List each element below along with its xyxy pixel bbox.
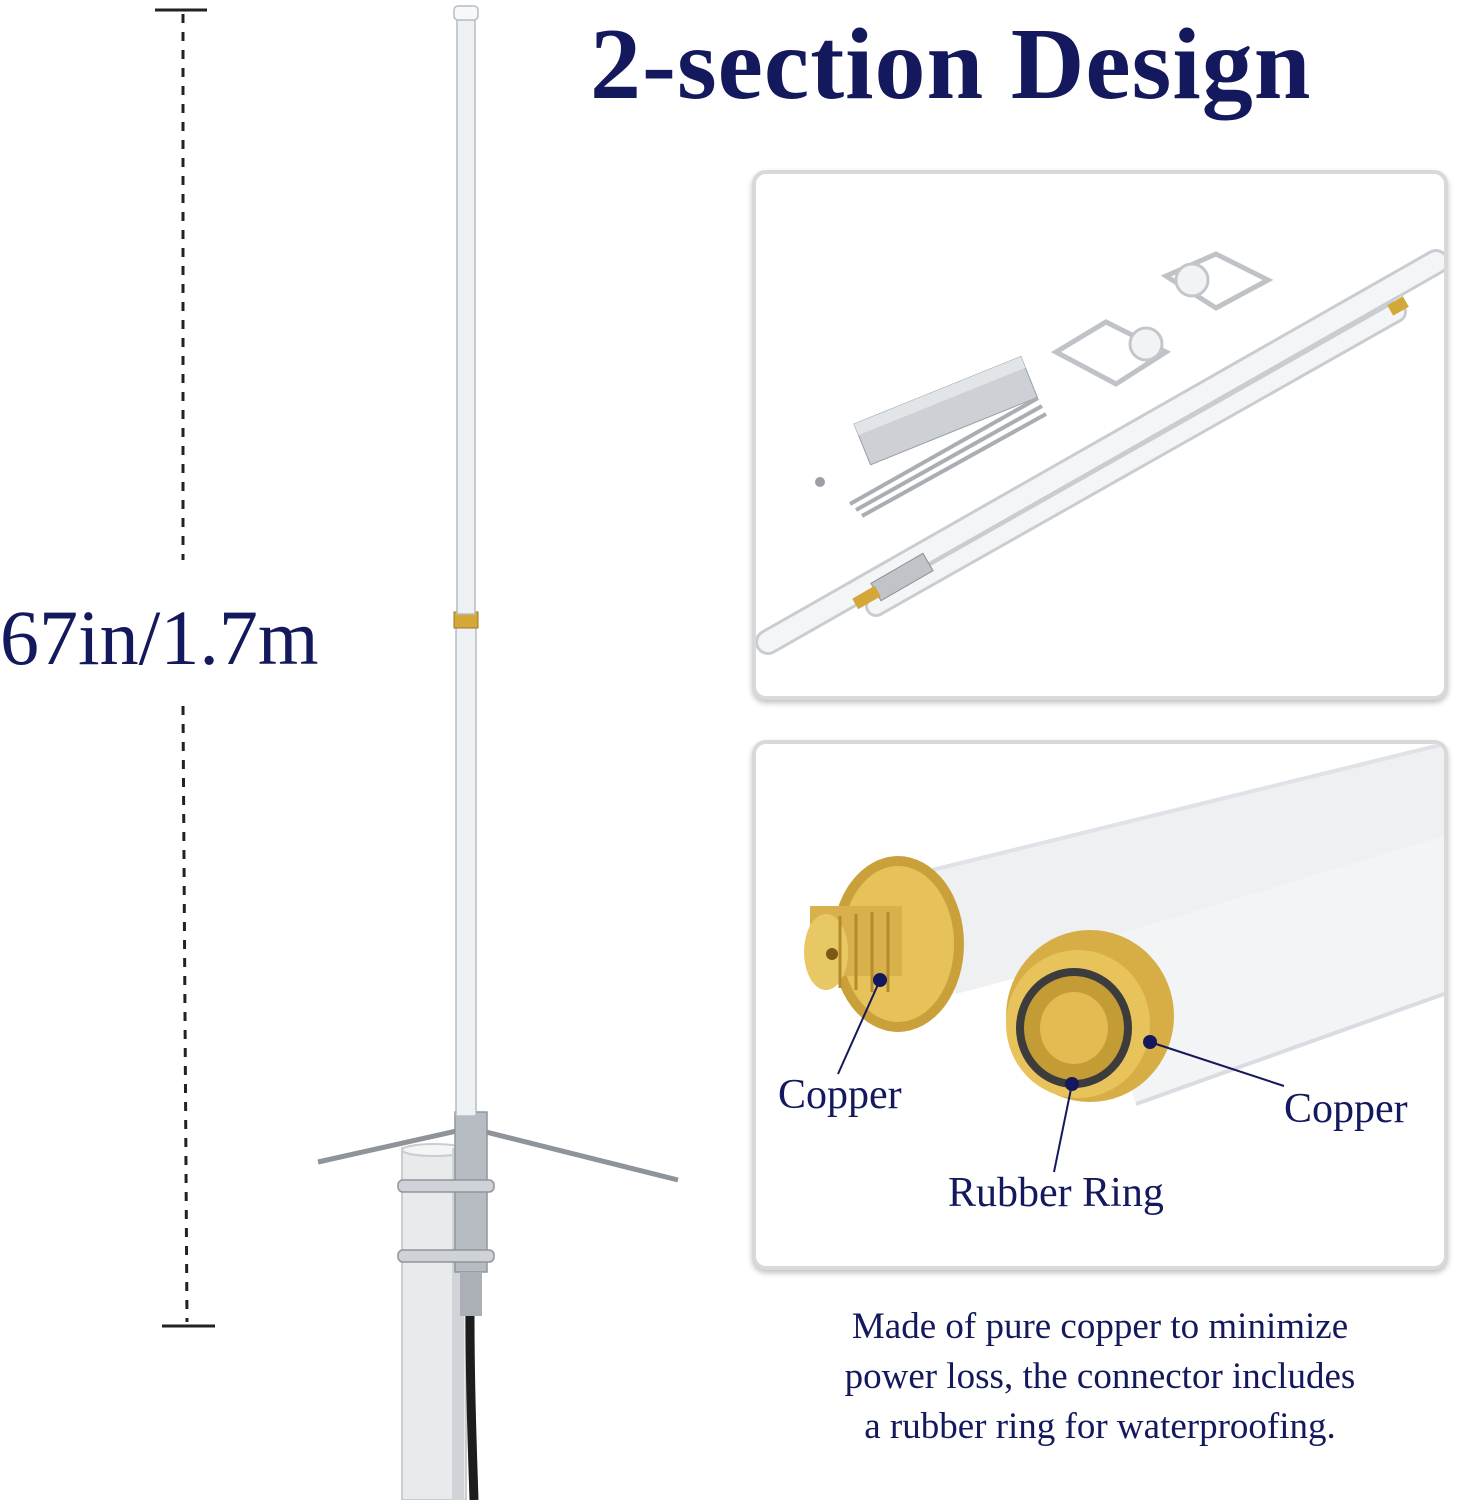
- caption-line: power loss, the connector includes: [844, 1356, 1356, 1397]
- caption-line: a rubber ring for waterproofing.: [864, 1406, 1336, 1447]
- caption-line: Made of pure copper to minimize: [851, 1306, 1349, 1347]
- antenna-tip-cap: [453, 5, 479, 21]
- antenna-illustration: [155, 5, 679, 1500]
- mast-clamp-lower: [397, 1249, 495, 1263]
- page-title: 2-section Design: [590, 8, 1312, 121]
- connector-closeup-image: [804, 744, 1444, 1173]
- antenna-connector: [460, 1272, 482, 1316]
- antenna-upper-section: [456, 15, 476, 615]
- mast-clamp-upper: [397, 1179, 495, 1193]
- kit-components-image: [756, 249, 1444, 655]
- antenna-lower-section: [455, 625, 477, 1117]
- coax-cable: [465, 1315, 479, 1500]
- feature-caption: Made of pure copper to minimize power lo…: [760, 1302, 1440, 1452]
- ground-radials: [317, 1125, 679, 1183]
- callout-copper-female: Copper: [1284, 1086, 1408, 1132]
- callout-rubber-ring: Rubber Ring: [948, 1170, 1164, 1216]
- height-dimension-label: 67in/1.7m: [0, 594, 319, 681]
- callout-copper-male: Copper: [778, 1072, 902, 1118]
- dimension-line: [155, 8, 215, 1328]
- kit-components-panel: [752, 170, 1448, 700]
- connector-closeup-panel: Copper Copper Rubber Ring: [752, 740, 1448, 1270]
